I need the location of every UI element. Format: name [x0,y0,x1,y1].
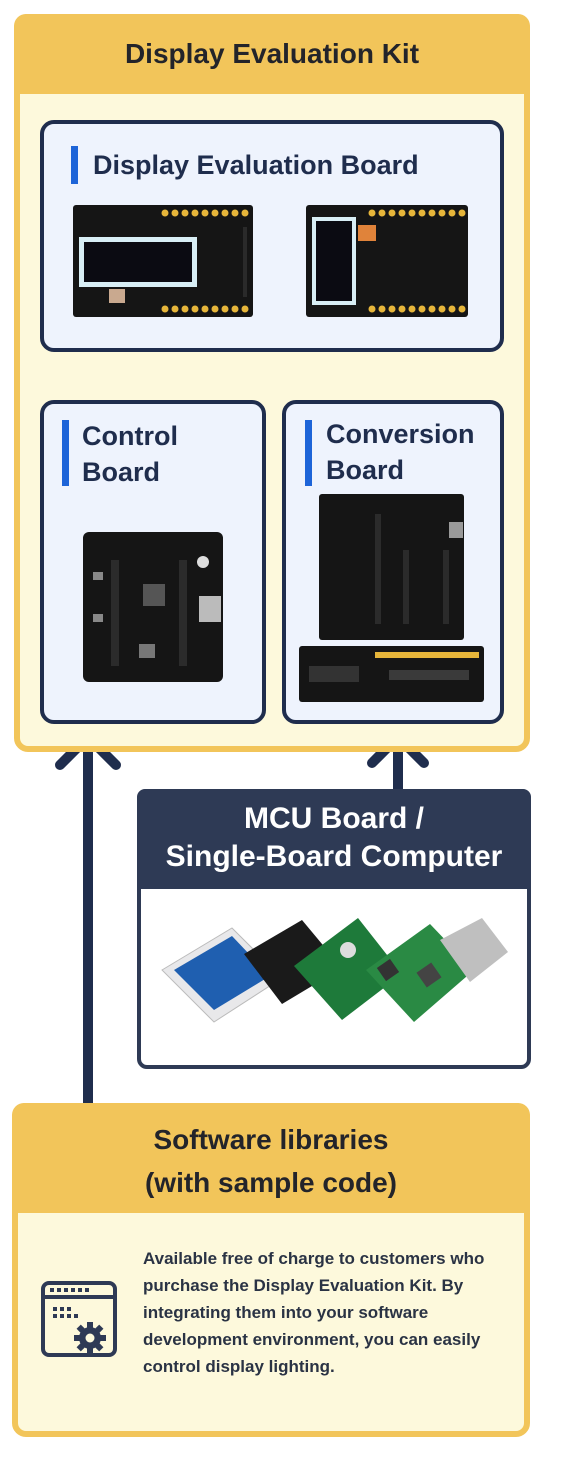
display-board-image-1 [73,205,253,317]
control-board-title-line2: Board [82,457,161,487]
conversion-board-image [299,494,484,702]
control-board-image [83,532,223,682]
mcu-boards-image [161,918,508,1023]
software-title-line1: Software libraries [153,1124,389,1155]
mcu-title-line2: Single-Board Computer [165,840,503,873]
control-board-accent [62,420,69,486]
mcu-header [137,789,531,889]
kit-title: Display Evaluation Kit [124,38,420,69]
control-board-title-line1: Control [82,421,178,451]
mcu-title-line1: MCU Board / [244,802,424,835]
software-description: Available free of charge to customers wh… [143,1249,485,1376]
display-board-accent [71,146,78,184]
conversion-board-accent [305,420,312,486]
kit-header [14,14,530,94]
arrow-software-to-control [55,730,121,1110]
conversion-board-title-line2: Board [326,455,405,485]
display-board-image-2 [306,205,468,317]
software-window-gear-icon [41,1281,117,1357]
software-header [12,1103,530,1213]
display-board-title: Display Evaluation Board [93,150,419,180]
software-title-line2: (with sample code) [144,1167,398,1198]
conversion-board-title-line1: Conversion [326,419,475,449]
